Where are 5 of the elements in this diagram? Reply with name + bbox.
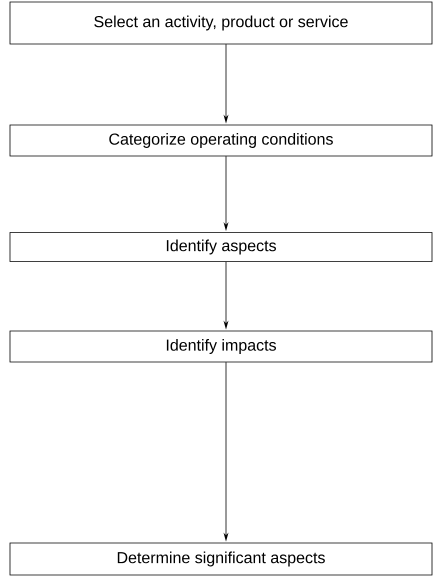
process-box: Select an activity, product or service <box>10 2 432 44</box>
process-box: Categorize operating conditions <box>10 124 432 156</box>
process-box: Determine significant aspects <box>10 542 432 576</box>
process-box: Identify impacts <box>10 330 432 362</box>
process-box: Identify aspects <box>10 232 432 262</box>
